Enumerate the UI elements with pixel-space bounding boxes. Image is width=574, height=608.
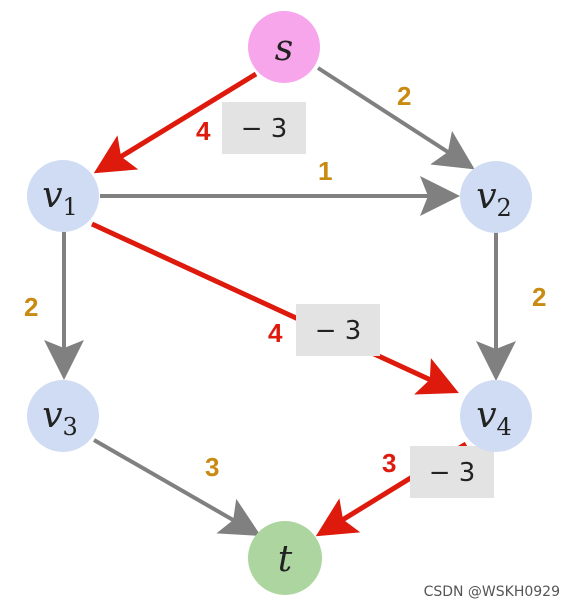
node-v4-circle xyxy=(460,380,532,452)
watermark: CSDN @WSKH0929 xyxy=(423,584,560,600)
node-v4: v4 xyxy=(460,380,532,452)
node-v4-subscript: 4 xyxy=(497,413,512,441)
node-v3-label: v3 xyxy=(42,395,78,441)
edge-v3-t xyxy=(93,438,261,536)
node-v2-subscript: 2 xyxy=(497,194,512,222)
cost-box-v4-t: − 3 xyxy=(410,446,494,498)
node-t-label: t xyxy=(278,539,293,580)
cost-box-v1-v4: − 3 xyxy=(296,304,380,356)
node-s-circle xyxy=(248,11,320,83)
node-v1-subscript: 1 xyxy=(63,193,78,221)
cost-box-bg xyxy=(410,446,494,498)
nodes-layer: s v1 v2 v3 v4 t xyxy=(27,11,532,595)
node-v1-letter: v xyxy=(42,175,62,216)
cost-value-v4-t: − 3 xyxy=(429,458,476,488)
capacity-v1-v2: 1 xyxy=(318,156,332,186)
edge-s-v1 xyxy=(93,71,258,174)
node-t-circle xyxy=(248,521,322,595)
node-v3-subscript: 3 xyxy=(63,413,78,441)
node-v2-label: v2 xyxy=(476,176,512,222)
node-v1: v1 xyxy=(27,160,99,232)
node-v3: v3 xyxy=(27,380,99,452)
node-v4-letter: v xyxy=(476,395,496,436)
node-v1-circle xyxy=(27,160,99,232)
node-s-label: s xyxy=(275,28,293,69)
capacity-v4-t: 3 xyxy=(382,448,396,478)
node-v1-label: v1 xyxy=(42,175,78,221)
node-s: s xyxy=(248,11,320,83)
capacity-labels-layer: 4 2 1 2 4 2 3 3 xyxy=(24,81,546,482)
capacity-v1-v3: 2 xyxy=(24,292,38,322)
edges-layer xyxy=(44,66,516,537)
node-v2-circle xyxy=(460,161,532,233)
cost-value-v1-v4: − 3 xyxy=(315,316,362,346)
edge-v1-v4 xyxy=(90,221,459,395)
capacity-v2-v4: 2 xyxy=(532,282,546,312)
capacity-v1-v4: 4 xyxy=(268,318,283,348)
cost-boxes-layer: − 3 − 3 − 3 xyxy=(222,102,494,498)
cost-value-s-v1: − 3 xyxy=(241,114,288,144)
edge-s-v2 xyxy=(316,66,475,170)
cost-box-bg xyxy=(222,102,306,154)
capacity-s-v1: 4 xyxy=(196,116,211,146)
capacity-s-v2: 2 xyxy=(397,81,411,111)
node-v4-label: v4 xyxy=(476,395,512,441)
node-v2: v2 xyxy=(460,161,532,233)
node-t: t xyxy=(248,521,322,595)
cost-box-bg xyxy=(296,304,380,356)
node-v3-circle xyxy=(27,380,99,452)
node-v3-letter: v xyxy=(42,395,62,436)
cost-box-s-v1: − 3 xyxy=(222,102,306,154)
node-v2-letter: v xyxy=(476,176,496,217)
capacity-v3-t: 3 xyxy=(205,452,219,482)
